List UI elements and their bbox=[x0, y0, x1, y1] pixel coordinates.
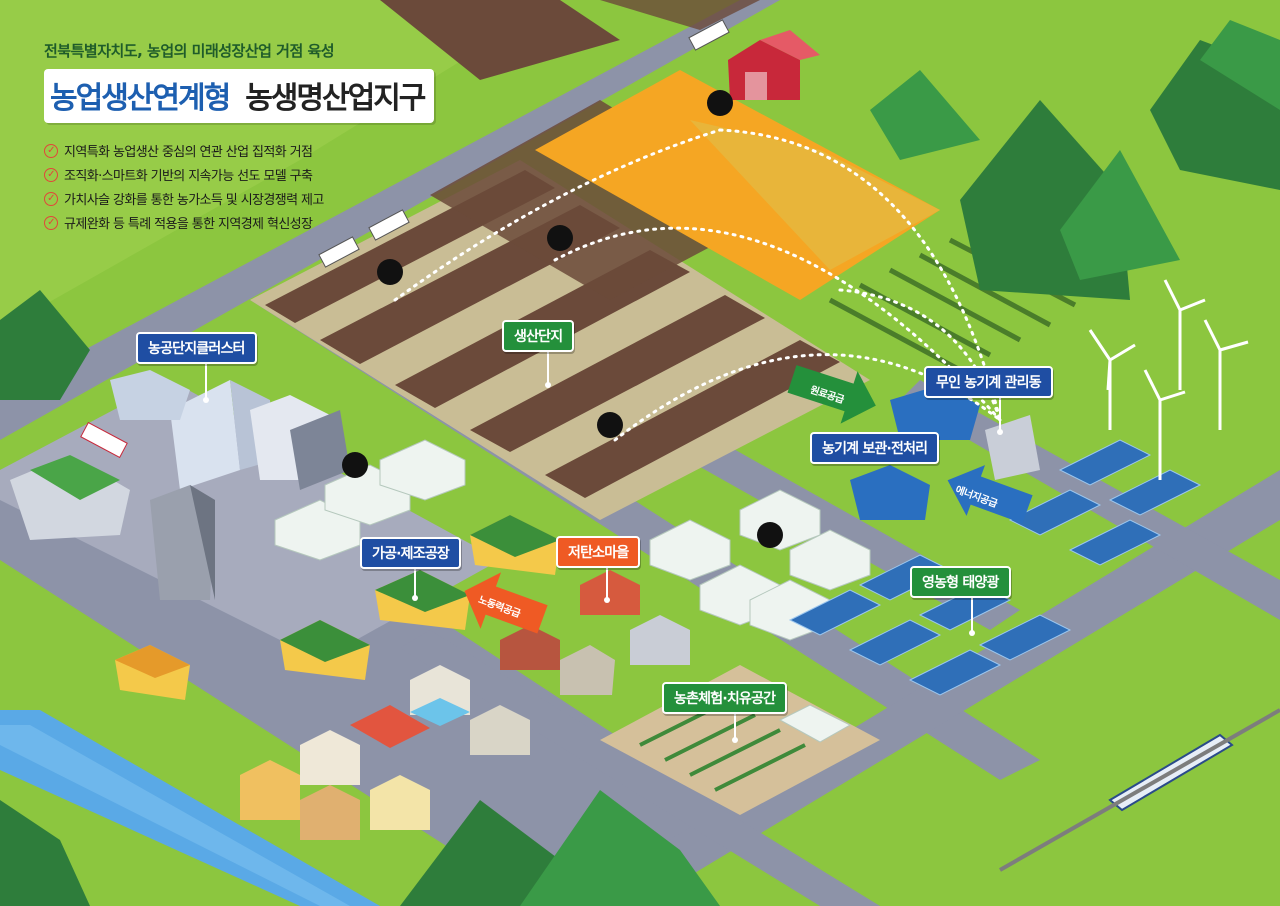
label-production-complex: 생산단지 bbox=[502, 320, 575, 352]
trucks bbox=[80, 19, 730, 459]
pool bbox=[410, 698, 470, 726]
bullet-text: 규제완화 등 특례 적용을 통한 지역경제 혁신성장 bbox=[64, 217, 313, 232]
bullet-list: ✓ 지역특화 농업생산 중심의 연관 산업 집적화 거점 ✓ 조직화·스마트화 기반… bbox=[44, 141, 604, 232]
mountains bbox=[0, 20, 1280, 906]
label-rural-experience-space: 농촌체험·치유공간 bbox=[662, 682, 788, 714]
label-agrivoltaics: 영농형 태양광 bbox=[910, 566, 1011, 598]
storage-buildings bbox=[850, 385, 1040, 520]
red-barn bbox=[728, 30, 820, 100]
solar-panels bbox=[788, 439, 1202, 696]
wifi-icons bbox=[342, 90, 783, 548]
raw-material-arrow bbox=[787, 365, 876, 424]
check-icon: ✓ bbox=[44, 143, 58, 158]
bullet-item: ✓ 규제완화 등 특례 적용을 통한 지역경제 혁신성장 bbox=[44, 213, 604, 232]
page-subtitle: 전북특별자치도, 농업의 미래성장산업 거점 육성 bbox=[44, 42, 335, 60]
label-agro-industrial-cluster: 농공단지클러스터 bbox=[136, 332, 257, 364]
energy-arrow bbox=[947, 465, 1033, 524]
court bbox=[350, 705, 430, 748]
train bbox=[999, 708, 1280, 872]
bullet-item: ✓ 가치사슬 강화를 통한 농가소득 및 시장경쟁력 제고 bbox=[44, 189, 604, 208]
village-houses bbox=[240, 570, 690, 840]
check-icon: ✓ bbox=[44, 167, 58, 182]
title-sub: 농생명산업지구 bbox=[245, 81, 426, 116]
bullet-text: 지역특화 농업생산 중심의 연관 산업 집적화 거점 bbox=[64, 145, 313, 160]
title-banner: 농업생산연계형 농생명산업지구 bbox=[44, 69, 435, 123]
bullet-text: 조직화·스마트화 기반의 지속가능 선도 모델 구축 bbox=[64, 169, 313, 184]
header-panel: 전북특별자치도, 농업의 미래성장산업 거점 육성 농업생산연계형 농생명산업지… bbox=[44, 40, 604, 237]
bullet-item: ✓ 조직화·스마트화 기반의 지속가능 선도 모델 구축 bbox=[44, 165, 604, 184]
labor-arrow bbox=[464, 572, 548, 634]
bullet-text: 가치사슬 강화를 통한 농가소득 및 시장경쟁력 제고 bbox=[64, 193, 324, 208]
wind-turbines bbox=[1088, 279, 1249, 480]
check-icon: ✓ bbox=[44, 215, 58, 230]
factory-buildings bbox=[115, 515, 560, 700]
label-low-carbon-village: 저탄소마을 bbox=[556, 536, 641, 568]
check-icon: ✓ bbox=[44, 191, 58, 206]
label-unmanned-machinery-building: 무인 농기계 관리동 bbox=[924, 366, 1053, 398]
bullet-item: ✓ 지역특화 농업생산 중심의 연관 산업 집적화 거점 bbox=[44, 141, 604, 160]
cluster-buildings bbox=[10, 370, 350, 600]
label-processing-plant: 가공·제조공장 bbox=[360, 537, 461, 569]
title-main: 농업생산연계형 bbox=[50, 81, 231, 116]
label-machinery-storage: 농기계 보관·전처리 bbox=[810, 432, 940, 464]
river bbox=[0, 710, 380, 906]
